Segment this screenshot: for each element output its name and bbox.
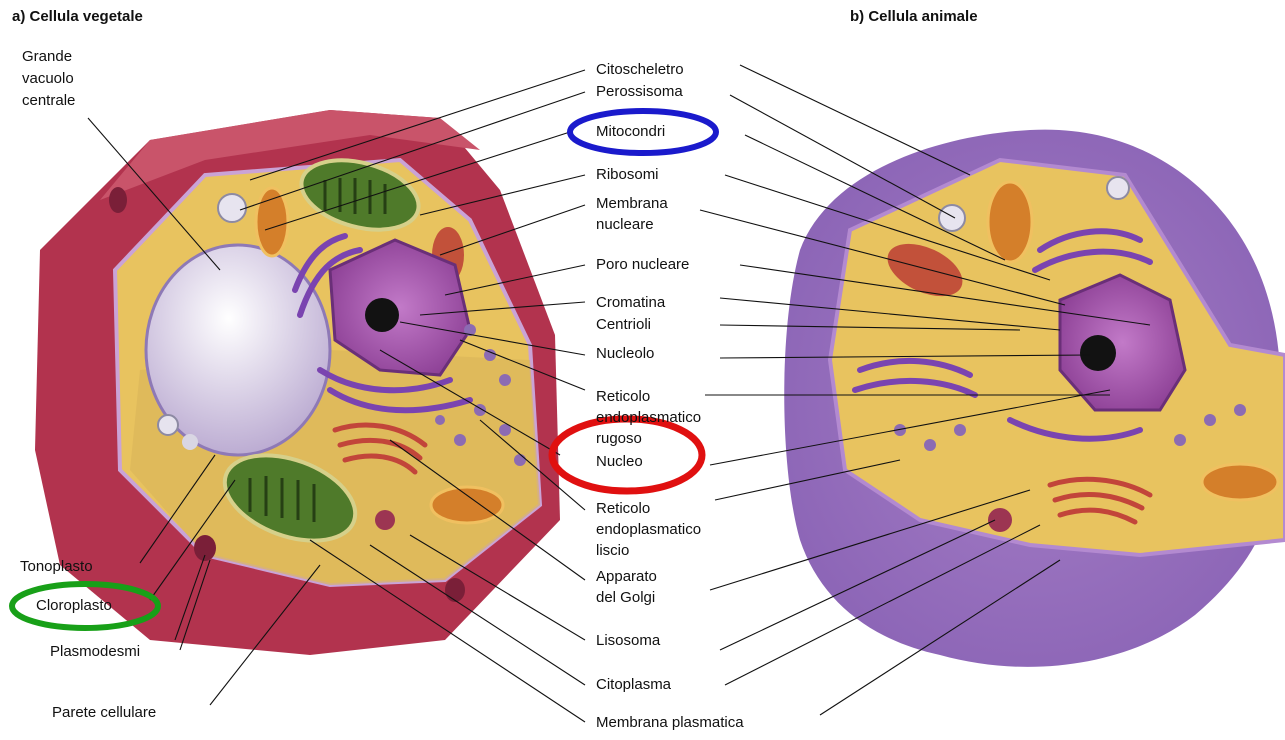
peroxisome xyxy=(182,434,198,450)
label-chloroplast: Cloroplasto xyxy=(36,595,112,616)
lysosome xyxy=(988,508,1012,532)
label-smooth-er-line1: Reticolo xyxy=(596,498,650,519)
plasmodesma-hole xyxy=(445,578,465,602)
label-vacuole-line1: Grande xyxy=(22,46,72,67)
label-chromatin: Cromatina xyxy=(596,292,665,313)
peroxisome xyxy=(1107,177,1129,199)
label-vacuole-line3: centrale xyxy=(22,90,75,111)
mitochondrion xyxy=(256,188,288,256)
label-golgi-line1: Apparato xyxy=(596,566,657,587)
label-nuclear-membrane-line1: Membrana xyxy=(596,193,668,214)
plasmodesma-hole xyxy=(194,535,216,561)
label-rough-er-line3: rugoso xyxy=(596,428,642,449)
animal-cell-title: b) Cellula animale xyxy=(850,8,978,25)
label-cytoskeleton: Citoscheletro xyxy=(596,59,684,80)
plant-nucleolus xyxy=(365,298,399,332)
peroxisome xyxy=(218,194,246,222)
peroxisome xyxy=(158,415,178,435)
label-plasma-membrane: Membrana plasmatica xyxy=(596,712,744,733)
label-nucleolus: Nucleolo xyxy=(596,343,654,364)
label-golgi-line2: del Golgi xyxy=(596,587,655,608)
label-cell-wall: Parete cellulare xyxy=(52,702,156,723)
label-smooth-er-line3: liscio xyxy=(596,540,629,561)
label-peroxisome: Perossisoma xyxy=(596,81,683,102)
label-cytoplasm: Citoplasma xyxy=(596,674,671,695)
label-ribosomes: Ribosomi xyxy=(596,164,659,185)
label-centrioles: Centrioli xyxy=(596,314,651,335)
plant-cell xyxy=(35,110,560,655)
label-smooth-er-line2: endoplasmatico xyxy=(596,519,701,540)
mitochondrion xyxy=(988,182,1032,262)
label-nuclear-pore: Poro nucleare xyxy=(596,254,689,275)
label-nuclear-membrane-line2: nucleare xyxy=(596,214,654,235)
label-mitochondria: Mitocondri xyxy=(596,121,665,142)
animal-cell xyxy=(784,130,1285,667)
plasmodesma-hole xyxy=(109,187,127,213)
mitochondrion xyxy=(431,487,503,523)
label-nucleus: Nucleo xyxy=(596,451,643,472)
label-tonoplast: Tonoplasto xyxy=(20,556,93,577)
label-rough-er-line1: Reticolo xyxy=(596,386,650,407)
plant-cell-title: a) Cellula vegetale xyxy=(12,8,143,25)
lysosome xyxy=(375,510,395,530)
label-lysosome: Lisosoma xyxy=(596,630,660,651)
mitochondrion xyxy=(1202,464,1278,500)
animal-nucleolus xyxy=(1080,335,1116,371)
peroxisome xyxy=(939,205,965,231)
label-vacuole-line2: vacuolo xyxy=(22,68,74,89)
label-rough-er-line2: endoplasmatico xyxy=(596,407,701,428)
label-plasmodesmata: Plasmodesmi xyxy=(50,641,140,662)
